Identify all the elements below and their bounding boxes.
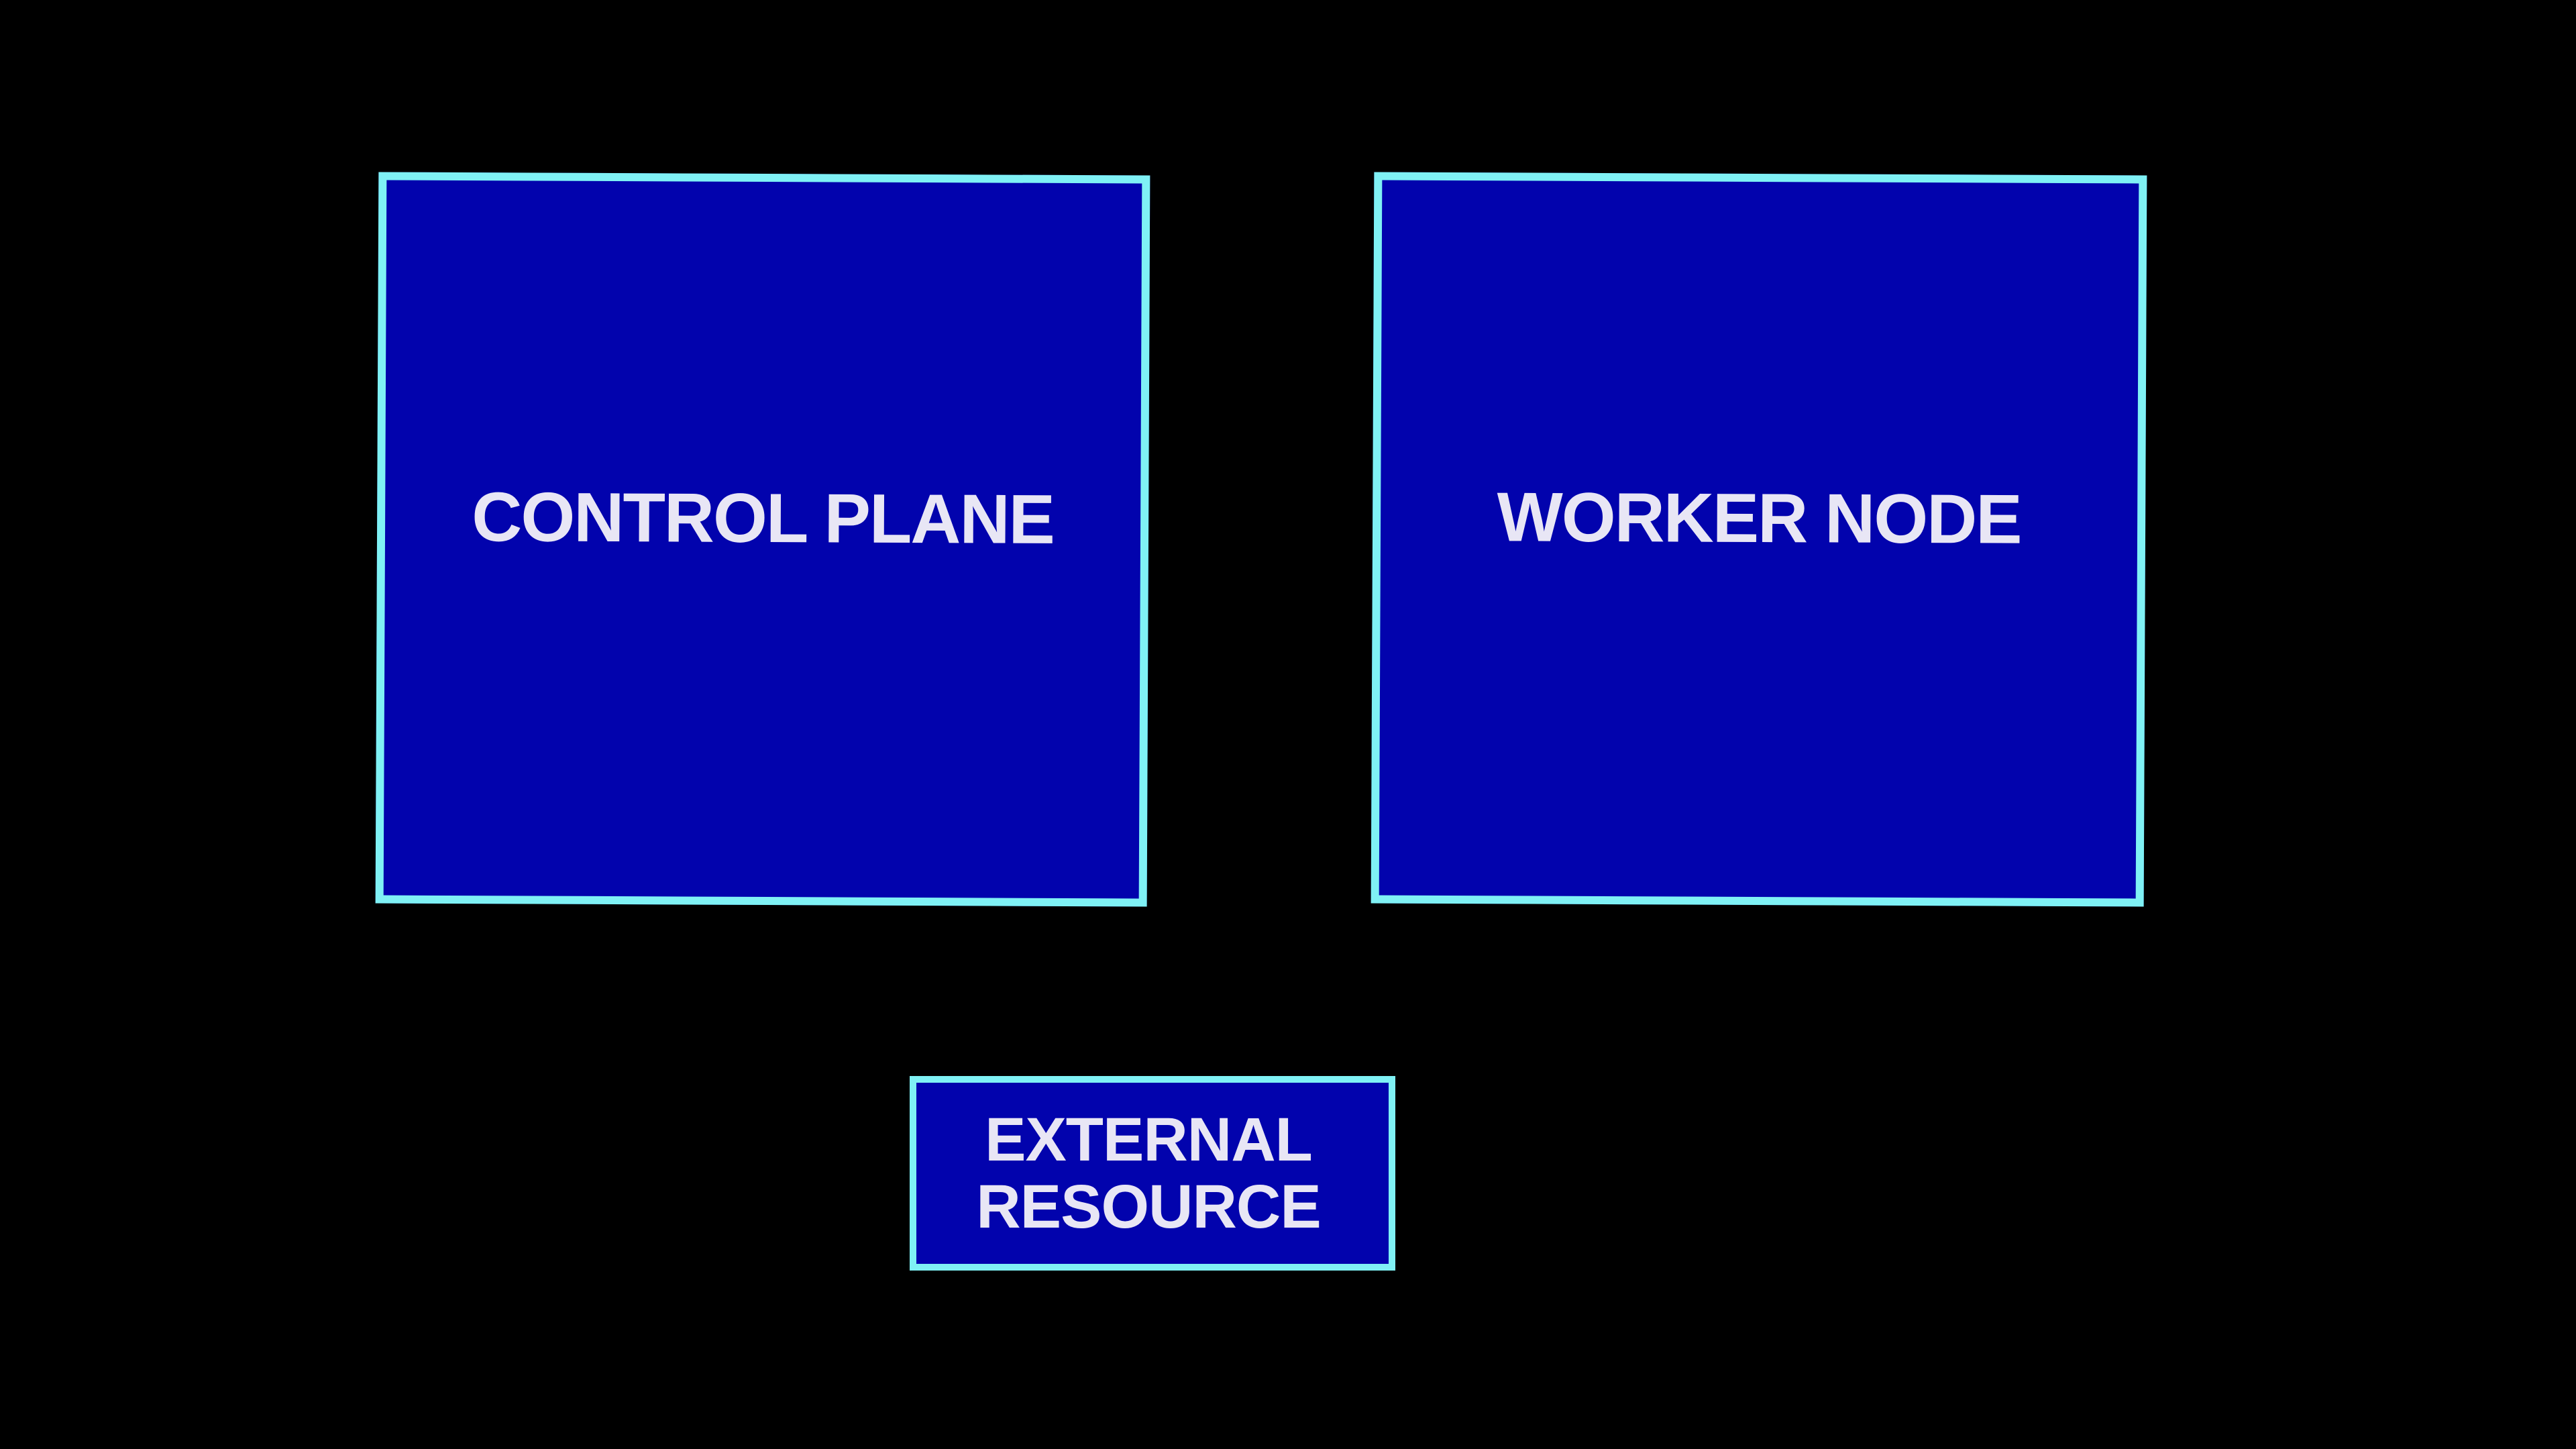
worker-node-box[interactable]: WORKER NODE (1371, 172, 2147, 907)
external-resource-label-line-1: EXTERNAL (985, 1106, 1313, 1174)
external-resource-label-line-2: RESOURCE (976, 1173, 1321, 1241)
control-plane-label: CONTROL PLANE (472, 478, 1055, 559)
external-resource-box[interactable]: EXTERNAL RESOURCE (910, 1076, 1395, 1271)
external-resource-label: EXTERNAL RESOURCE (976, 1106, 1321, 1241)
control-plane-box[interactable]: CONTROL PLANE (375, 172, 1150, 907)
worker-node-label: WORKER NODE (1497, 478, 2021, 559)
